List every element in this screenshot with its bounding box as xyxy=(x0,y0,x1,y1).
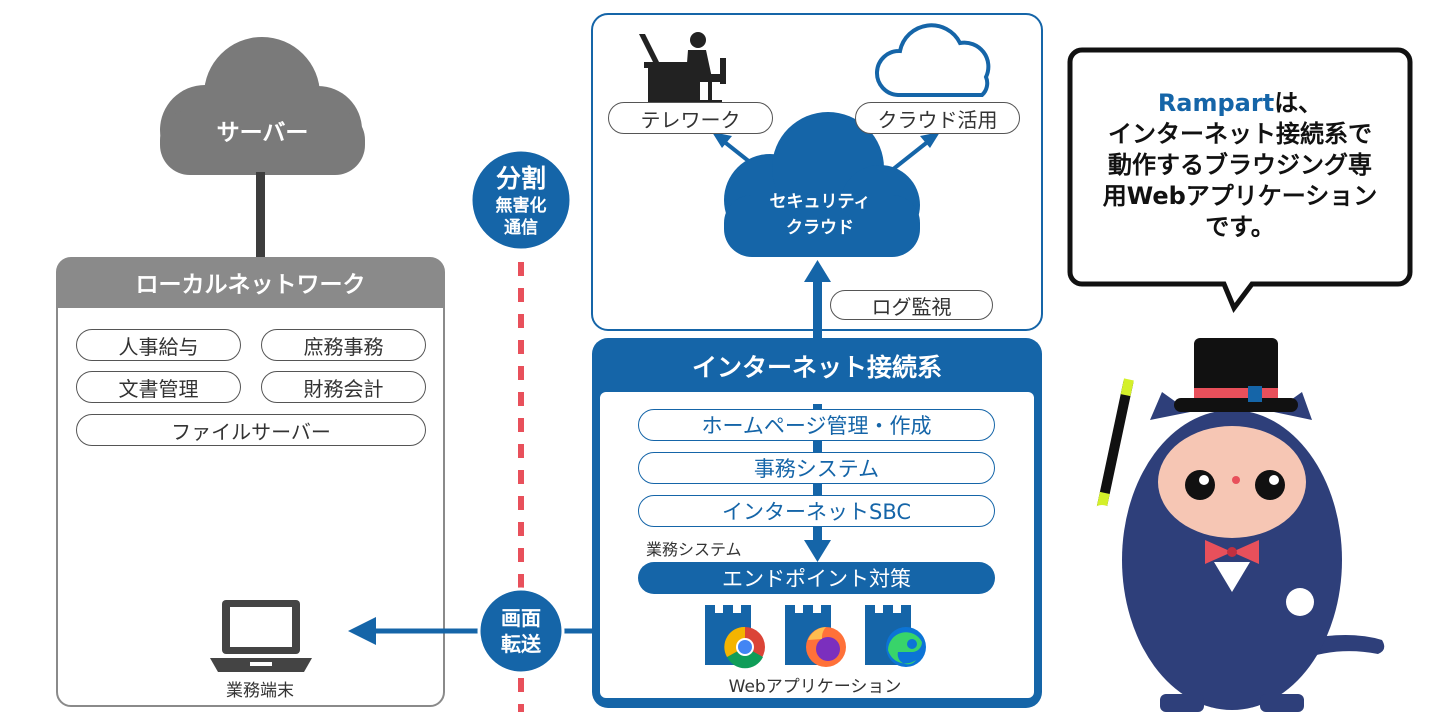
speech-line3: 動作するブラウジング専 xyxy=(1108,151,1372,179)
speech-text: Rampartは、 インターネット接続系で 動作するブラウジング専 用Webアプ… xyxy=(1078,88,1402,243)
internal-flow-arrowhead xyxy=(804,540,831,562)
business-system-label: 業務システム xyxy=(646,540,742,559)
transfer-badge xyxy=(477,587,565,675)
lan-item-general-affairs: 庶務事務 xyxy=(261,329,426,361)
security-cloud-icon xyxy=(724,112,920,257)
mascot-cat xyxy=(1090,338,1385,712)
telework-label: テレワーク xyxy=(608,102,773,134)
uplink-arrowhead xyxy=(804,260,831,282)
firefox-icon xyxy=(806,627,846,667)
security-cloud-label: セキュリティ クラウド xyxy=(769,192,871,238)
lan-header xyxy=(57,258,444,308)
transfer-arrowhead xyxy=(348,617,376,645)
server-cloud-icon xyxy=(160,37,365,175)
speech-line1: は、 xyxy=(1274,89,1323,117)
internet-item-homepage: ホームページ管理・作成 xyxy=(638,409,995,441)
lan-item-document-management: 文書管理 xyxy=(76,371,241,403)
endpoint-bar: エンドポイント対策 xyxy=(638,562,995,594)
person-at-desk-icon xyxy=(639,32,726,103)
lan-title: ローカルネットワーク xyxy=(135,272,366,298)
speech-line4: 用Webアプリケーション xyxy=(1102,182,1378,210)
cloud-use-label: クラウド活用 xyxy=(855,102,1020,134)
divider-badge xyxy=(469,148,573,252)
edge-icon xyxy=(886,627,926,667)
lan-item-file-server: ファイルサーバー xyxy=(76,414,426,446)
internet-item-office-system: 事務システム xyxy=(638,452,995,484)
speech-brand: Rampart xyxy=(1157,89,1275,117)
speech-line5: です。 xyxy=(1205,213,1275,241)
chrome-icon xyxy=(724,626,765,669)
transfer-label: 画面 転送 xyxy=(501,606,541,656)
divider-title: 分割 xyxy=(495,164,546,193)
internet-title: インターネット接続系 xyxy=(691,353,942,382)
server-connector xyxy=(256,172,265,260)
internet-item-sbc: インターネットSBC xyxy=(638,495,995,527)
speech-line2: インターネット接続系で xyxy=(1108,120,1372,148)
laptop-icon xyxy=(210,600,312,672)
server-label: サーバー xyxy=(216,120,309,146)
webapp-label: Webアプリケーション xyxy=(728,676,902,697)
uplink-line xyxy=(813,276,822,346)
terminal-label: 業務端末 xyxy=(226,680,294,701)
log-monitoring-label: ログ監視 xyxy=(830,290,993,320)
cloud-outline-icon xyxy=(875,23,991,97)
lan-item-financial-accounting: 財務会計 xyxy=(261,371,426,403)
speech-bubble xyxy=(1067,47,1413,313)
lan-item-hr-payroll: 人事給与 xyxy=(76,329,241,361)
divider-subtitle: 無害化 通信 xyxy=(495,196,547,238)
